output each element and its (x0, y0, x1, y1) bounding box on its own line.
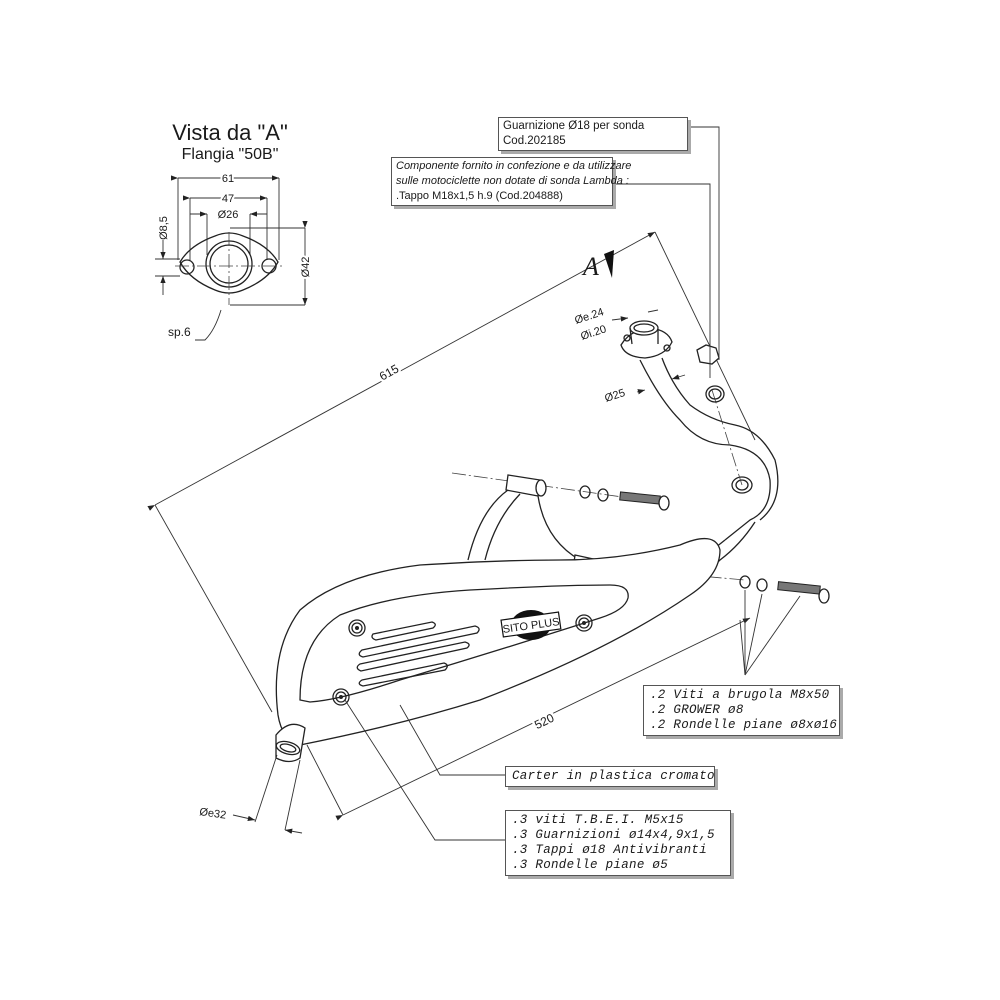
leader-lines (344, 126, 801, 841)
view-subtitle: Flangia "50B" (181, 146, 279, 163)
dim-pipe-diameter: Ø25 (603, 387, 626, 405)
callout-screws-line: .3 viti T.B.E.I. M5x15 (512, 813, 684, 827)
callout-gasket-line: Guarnizione Ø18 per sonda (503, 120, 645, 132)
callout-bolts-line: .2 GROWER ø8 (650, 703, 744, 717)
callout-plug-line: sulle motociclette non dotate di sonda L… (396, 175, 629, 187)
callout-screws-line: .3 Rondelle piane ø5 (512, 858, 669, 872)
dim-outlet-outer: Øe32 (199, 806, 227, 822)
flange-view: 61 47 Ø26 Ø8,5 Ø42 sp.6 (155, 171, 314, 341)
view-title: Vista da "A" (172, 120, 288, 145)
callout-screws: .3 viti T.B.E.I. M5x15 .3 Guarnizioni ø1… (505, 810, 731, 876)
callout-cover: Carter in plastica cromato (505, 766, 715, 787)
callout-plug-line: .Tappo M18x1,5 h.9 (Cod.204888) (396, 190, 563, 202)
callout-gasket: Guarnizione Ø18 per sonda Cod.202185 (498, 117, 688, 151)
dim-flange-thickness: sp.6 (168, 325, 191, 339)
grommet (575, 614, 593, 632)
view-marker-label: A (581, 252, 599, 281)
callout-cover-line: Carter in plastica cromato (512, 769, 715, 783)
callout-gasket-line: Cod.202185 (503, 135, 566, 147)
callout-bolts-line: .2 Viti a brugola M8x50 (650, 688, 830, 702)
callout-screws-line: .3 Guarnizioni ø14x4,9x1,5 (512, 828, 715, 842)
grommet (348, 619, 366, 637)
view-direction-arrow (604, 250, 614, 278)
dim-flange-47: 47 (222, 193, 234, 205)
dim-flange-61: 61 (222, 173, 234, 185)
dim-flange-hole: Ø8,5 (158, 216, 170, 240)
callout-plug-line: Componente fornito in confezione e da ut… (396, 160, 632, 172)
callout-bolts-line: .2 Rondelle piane ø8xø16 (650, 718, 838, 732)
callout-bolts: .2 Viti a brugola M8x50 .2 GROWER ø8 .2 … (643, 685, 840, 736)
dim-inlet-inner: Øi.20 (579, 323, 608, 343)
callout-plug: Componente fornito in confezione e da ut… (391, 157, 632, 206)
dim-flange-bore: Ø26 (218, 209, 239, 221)
dim-overall-length: 615 (377, 361, 402, 383)
dim-flange-height: Ø42 (300, 257, 312, 278)
callout-screws-line: .3 Tappi ø18 Antivibranti (512, 843, 708, 857)
